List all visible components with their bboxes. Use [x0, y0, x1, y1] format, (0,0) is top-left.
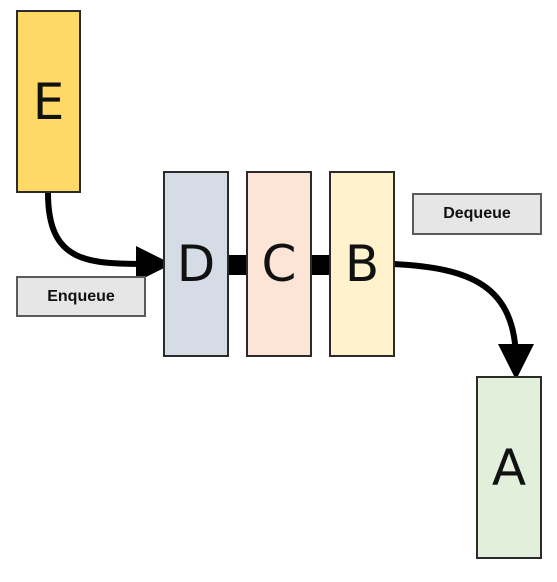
queue-item-e-label: E — [32, 72, 65, 131]
queue-item-b: B — [329, 171, 395, 357]
queue-item-c-label: C — [261, 235, 297, 293]
enqueue-label: Enqueue — [16, 276, 146, 317]
connector-c-b — [312, 255, 329, 275]
connector-d-c — [229, 255, 246, 275]
queue-item-a: A — [476, 376, 542, 559]
queue-item-d-label: D — [176, 235, 216, 293]
queue-item-c: C — [246, 171, 312, 357]
queue-item-e: E — [16, 10, 81, 193]
dequeue-label: Dequeue — [412, 193, 542, 235]
queue-item-d: D — [163, 171, 229, 357]
dequeue-arrow — [393, 261, 534, 380]
queue-item-b-label: B — [344, 235, 380, 293]
queue-item-a-label: A — [491, 438, 527, 497]
enqueue-arrow — [45, 192, 172, 283]
